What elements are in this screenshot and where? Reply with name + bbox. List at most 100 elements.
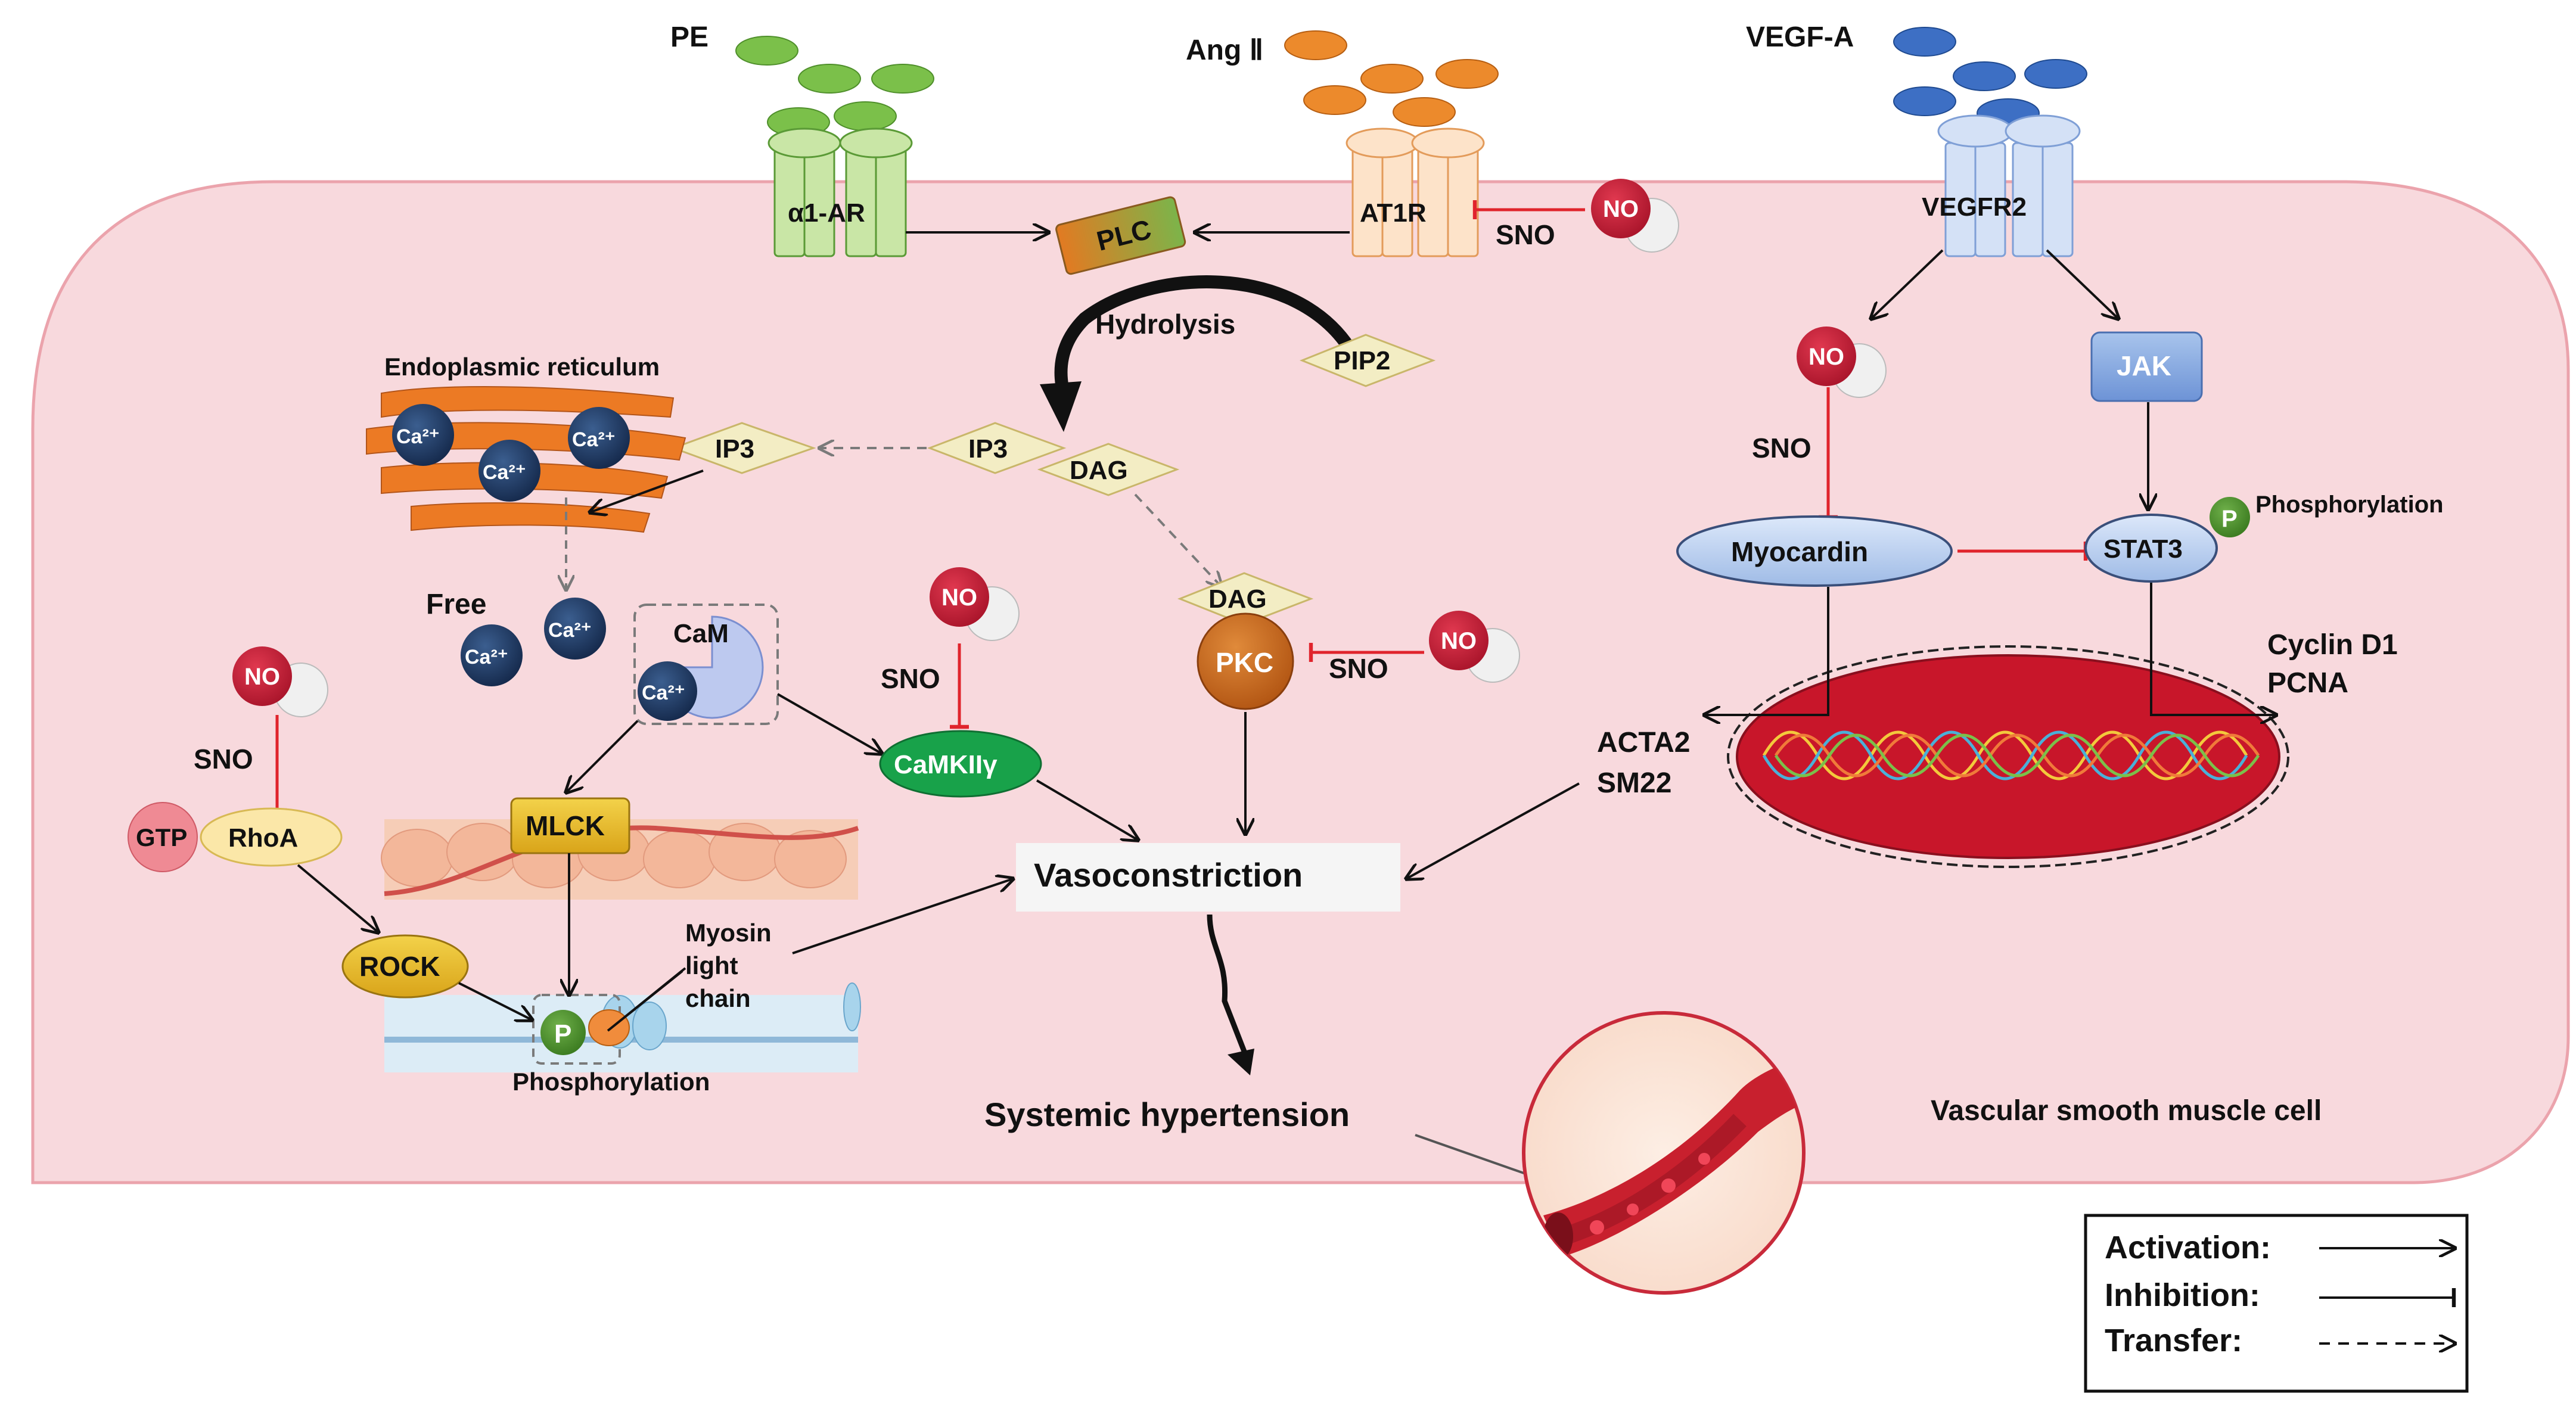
svg-text:CaMKIIγ: CaMKIIγ [894, 750, 998, 779]
svg-text:NO: NO [1441, 628, 1477, 654]
no-molecule-at1r: NO [1591, 179, 1679, 253]
ip3-molecule: IP3 [927, 422, 1067, 474]
vegfr2-to-jak-arrow [2046, 249, 2118, 319]
svg-text:P: P [554, 1019, 571, 1049]
svg-text:Ca²⁺: Ca²⁺ [548, 619, 592, 642]
svg-text:STAT3: STAT3 [2103, 534, 2183, 564]
blood-vessel-illustration [1543, 1052, 1804, 1260]
cam-calcium-ion: Ca²⁺ [638, 661, 697, 721]
pe-label: PE [670, 21, 709, 53]
nucleus-outer-membrane [1727, 645, 2289, 868]
ang-ligands [1284, 30, 1499, 127]
acta2-to-vasoconstriction-arrow [1406, 782, 1580, 879]
svg-text:RhoA: RhoA [228, 823, 298, 853]
legend-activation-label: Activation: [2105, 1230, 2271, 1265]
myocardin-protein: Myocardin [1676, 515, 1953, 587]
phosphate-group-mlc: P [540, 1010, 586, 1055]
no-molecule-camk: NO [930, 567, 1020, 641]
camk-to-vasoconstriction-arrow [1036, 779, 1138, 840]
svg-text:GTP: GTP [136, 823, 187, 851]
plc-enzyme: PLC [1055, 196, 1186, 275]
rhoa-to-rock-arrow [297, 864, 378, 932]
phosphorylation-label-stat3: Phosphorylation [2255, 492, 2444, 518]
jak-enzyme: JAK [2090, 331, 2203, 402]
svg-text:Ca²⁺: Ca²⁺ [465, 646, 508, 668]
svg-text:IP3: IP3 [715, 434, 754, 464]
svg-text:JAK: JAK [2117, 350, 2171, 381]
pcna-label: PCNA [2267, 667, 2348, 699]
hypertension-arrowhead [1228, 1049, 1254, 1075]
sno-label-at1r: SNO [1496, 219, 1555, 250]
svg-text:P: P [2221, 506, 2238, 532]
svg-text:Ca²⁺: Ca²⁺ [642, 682, 685, 704]
gtp-molecule: GTP [128, 802, 198, 872]
vegfr2-receptor [1937, 114, 2081, 257]
vasoconstriction-box [1016, 843, 1400, 912]
phosphorylation-label-mlc: Phosphorylation [512, 1068, 710, 1096]
hypertension-label: Systemic hypertension [984, 1096, 1350, 1133]
cell-label: Vascular smooth muscle cell [1931, 1095, 2322, 1127]
hypertension-pointer-line [1415, 1134, 1526, 1175]
legend-transfer-label: Transfer: [2105, 1323, 2242, 1358]
svg-text:MLCK: MLCK [526, 810, 605, 841]
no-molecule-pkc: NO [1429, 611, 1520, 683]
myosin-label-line1: Myosin [685, 919, 772, 947]
cyclin-label: Cyclin D1 [2267, 629, 2398, 661]
svg-text:DAG: DAG [1208, 584, 1267, 614]
legend: Activation: Inhibition: Transfer: [2084, 1214, 2469, 1393]
sno-label-rhoa: SNO [194, 744, 253, 775]
svg-text:PIP2: PIP2 [1334, 346, 1390, 375]
free-calcium-ions: Ca²⁺ Ca²⁺ [461, 598, 606, 686]
dna-helix [1762, 730, 2260, 780]
hydrolysis-arrowhead [1040, 381, 1082, 432]
vegf-label: VEGF-A [1746, 21, 1854, 53]
svg-text:Ca²⁺: Ca²⁺ [483, 461, 526, 484]
sno-label-camk: SNO [881, 663, 940, 694]
pkc-enzyme: PKC [1197, 612, 1294, 710]
rhoa-protein: RhoA [200, 807, 343, 867]
cam-to-mlck-arrow [566, 720, 639, 792]
no-molecule-myocardin: NO [1797, 326, 1887, 398]
vasoconstriction-label: Vasoconstriction [1034, 856, 1303, 894]
myocardin-to-acta2-arrow [1704, 587, 1829, 715]
cam-label: CaM [673, 619, 729, 648]
sno-label-myocardin: SNO [1752, 433, 1811, 464]
myosin-label-line2: light [685, 951, 738, 979]
svg-text:NO: NO [244, 664, 280, 690]
at1r-label: AT1R [1360, 198, 1427, 228]
acta2-label: ACTA2 [1597, 727, 1690, 758]
pip2-molecule: PIP2 [1299, 334, 1436, 387]
svg-text:IP3: IP3 [968, 434, 1008, 464]
vegfr2-to-no-arrow [1871, 249, 1944, 319]
dag-transfer-arrow [1134, 493, 1222, 587]
myosin-label-line3: chain [685, 984, 751, 1012]
ip3-to-er-arrow [590, 469, 704, 512]
svg-text:Ca²⁺: Ca²⁺ [572, 428, 616, 451]
ang-label: Ang Ⅱ [1186, 35, 1263, 66]
cam-to-camk-arrow [777, 693, 882, 754]
vegfr2-label: VEGFR2 [1922, 192, 2027, 222]
er-calcium-ions: Ca²⁺ Ca²⁺ Ca²⁺ [392, 404, 630, 502]
rock-enzyme: ROCK [341, 934, 469, 999]
svg-text:NO: NO [1603, 196, 1639, 222]
at1r-receptor [1346, 127, 1485, 257]
stat3-to-cyclin-arrow [2150, 583, 2276, 715]
svg-text:Myocardin: Myocardin [1731, 536, 1868, 567]
svg-text:NO: NO [941, 584, 977, 611]
cam-complex-box [633, 604, 779, 725]
alpha1-ar-label: α1-AR [788, 198, 865, 228]
rock-to-mlc-arrow [458, 982, 532, 1020]
nucleus [1736, 654, 2280, 859]
hydrolysis-arrow [1054, 275, 1356, 395]
free-label: Free [426, 589, 486, 620]
svg-text:Ca²⁺: Ca²⁺ [396, 425, 440, 448]
hydrolysis-label: Hydrolysis [1095, 309, 1235, 340]
cell-membrane [31, 180, 2570, 1184]
no-molecule-rhoa: NO [232, 646, 328, 717]
vegf-ligands [1893, 27, 2087, 128]
svg-text:DAG: DAG [1070, 456, 1128, 485]
ip3-er-molecule: IP3 [670, 422, 816, 474]
svg-text:ROCK: ROCK [359, 951, 440, 982]
svg-text:NO: NO [1809, 344, 1844, 370]
